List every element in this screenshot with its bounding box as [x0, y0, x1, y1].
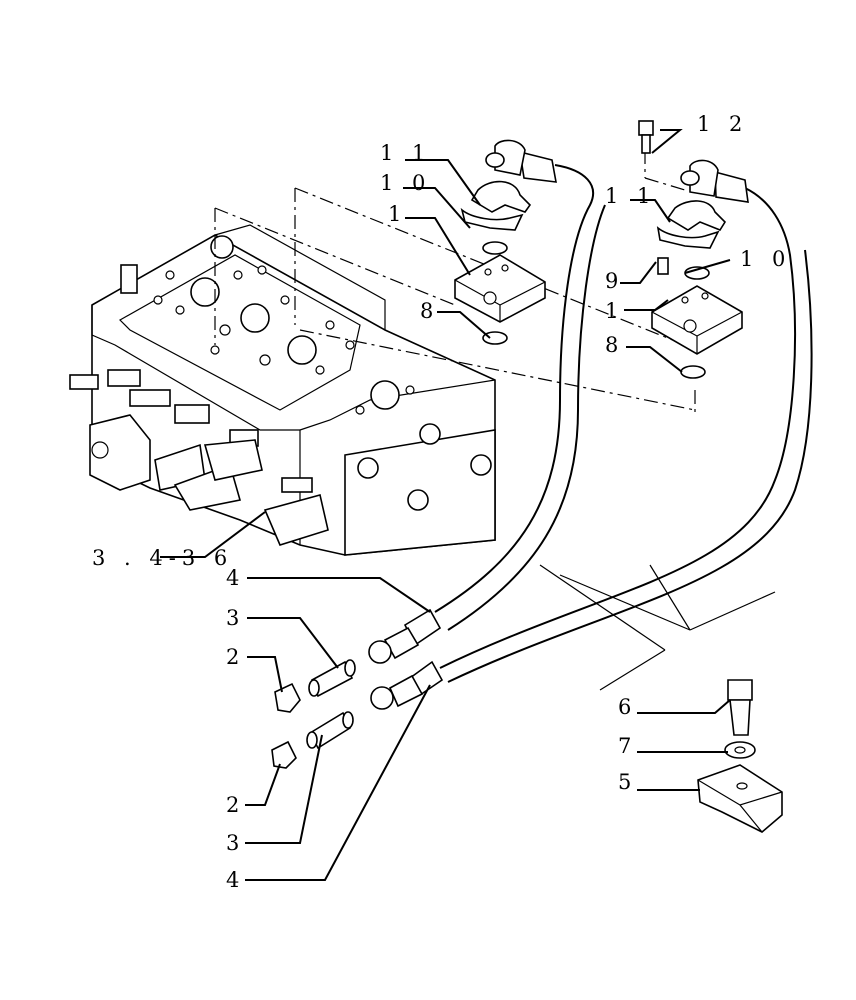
callout-8-right-seal: 8	[605, 333, 624, 357]
callout-7-washer: 7	[618, 734, 637, 758]
callout-ref-3-4-36: 3 . 4-3 6	[92, 546, 233, 570]
callout-9-screw: 9	[605, 269, 624, 293]
valve-top-bolts	[190, 235, 400, 410]
callout-4-lower-hose: 4	[226, 868, 245, 892]
callout-3-upper-adapter: 3	[226, 606, 245, 630]
callout-11-right-clamp: 1 1	[605, 184, 656, 208]
callout-10-left-oring: 1 0	[380, 171, 431, 195]
upper-hose-fittings	[485, 139, 749, 203]
callout-2-lower-cap: 2	[226, 793, 245, 817]
callout-6-bolt: 6	[618, 695, 637, 719]
callout-2-upper-cap: 2	[226, 645, 245, 669]
callout-5-clamp-block: 5	[618, 770, 637, 794]
callout-1-left-flange: 1	[388, 202, 407, 226]
callout-1-right-flange: 1	[605, 299, 624, 323]
left-flange-set	[454, 180, 546, 345]
callout-3-lower-adapter: 3	[226, 831, 245, 855]
leader-lines	[160, 129, 731, 881]
valve-side-fittings	[69, 369, 329, 546]
control-valve-assembly	[69, 224, 496, 556]
callout-12-screw: 1 2	[697, 112, 748, 136]
callout-10-right-oring: 1 0	[740, 247, 791, 271]
callout-8-left-seal: 8	[420, 299, 439, 323]
hoses	[434, 164, 813, 683]
clamp-block-assembly	[697, 679, 783, 833]
adapters-and-caps	[271, 659, 356, 769]
section-indicator-lines	[539, 564, 776, 691]
callout-11-left-clamp: 1 1	[380, 141, 431, 165]
right-flange-set	[651, 200, 743, 379]
callout-labels: 3 . 4-3 6 4 3 2 2 3 4 1 1 1 0 1 8 1 2 1 …	[92, 112, 791, 892]
screw-item-12	[638, 120, 654, 154]
lower-hose-fittings	[368, 608, 444, 710]
callout-4-upper-hose: 4	[226, 566, 245, 590]
valve-ports	[153, 265, 415, 415]
